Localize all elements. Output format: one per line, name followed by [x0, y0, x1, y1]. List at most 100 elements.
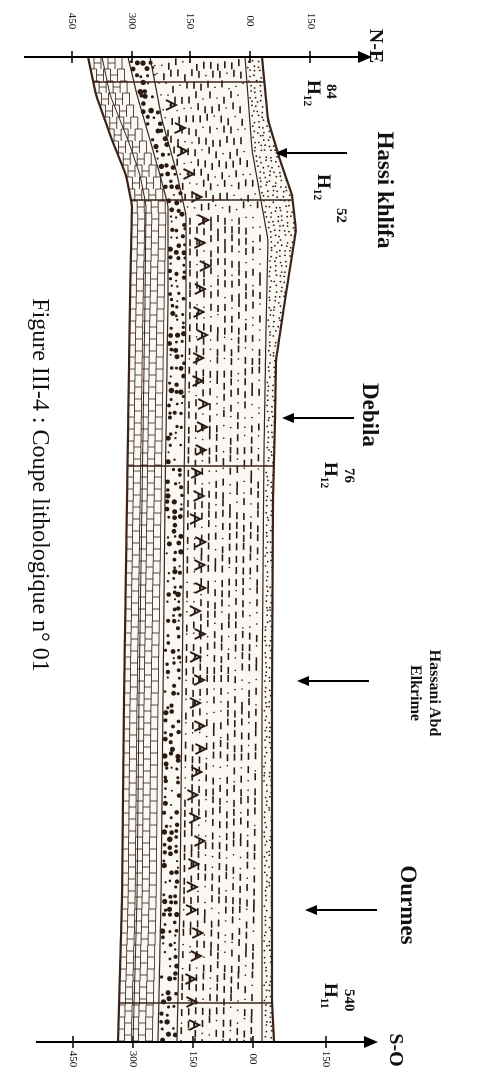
- silt-dot: [237, 1022, 239, 1024]
- sand-dot: [274, 229, 276, 231]
- gravel-blob: [146, 122, 149, 125]
- silt-dot: [223, 468, 225, 470]
- sand-dot: [259, 171, 261, 173]
- sand-dot: [265, 716, 267, 718]
- sand-dot: [263, 172, 265, 174]
- silt-dot: [202, 439, 204, 441]
- sand-dot: [247, 67, 249, 69]
- sand-dot: [282, 225, 284, 227]
- sand-dot: [279, 172, 281, 174]
- silt-dot: [231, 185, 233, 187]
- silt-dot: [245, 347, 247, 349]
- sand-dot: [280, 186, 282, 188]
- gravel-blob: [176, 403, 179, 406]
- gravel-blob: [159, 1012, 163, 1016]
- silt-dot: [234, 116, 236, 118]
- sand-dot: [275, 161, 277, 163]
- silt-dot: [204, 902, 206, 904]
- gravel-blob: [178, 482, 180, 484]
- silt-dot: [187, 548, 189, 550]
- gravel-blob: [166, 990, 171, 995]
- sand-dot: [266, 990, 268, 992]
- sand-dot: [271, 250, 273, 252]
- silt-dot: [182, 968, 184, 970]
- gravel-blob: [170, 398, 173, 401]
- silt-dot: [224, 297, 226, 299]
- silt-dot: [201, 483, 203, 485]
- sand-dot: [269, 607, 271, 609]
- silt-dot: [183, 108, 185, 110]
- sand-dot: [267, 610, 269, 612]
- gravel-blob: [169, 709, 174, 714]
- gravel-blob: [167, 404, 171, 408]
- gravel-blob: [169, 870, 174, 875]
- gravel-blob: [177, 243, 182, 248]
- silt-dot: [195, 1020, 197, 1022]
- sand-dot: [281, 271, 283, 273]
- sand-dot: [279, 320, 281, 322]
- silt-dot: [198, 834, 200, 836]
- silt-dot: [246, 909, 248, 911]
- gravel-blob: [174, 272, 178, 276]
- sand-dot: [281, 215, 283, 217]
- sand-dot: [269, 984, 271, 986]
- silt-dot: [257, 558, 259, 560]
- gravel-blob: [174, 955, 178, 959]
- sand-dot: [287, 211, 289, 213]
- sand-dot: [269, 341, 271, 343]
- gravel-blob: [165, 663, 168, 666]
- sand-dot: [266, 910, 268, 912]
- gravel-blob: [169, 943, 173, 947]
- sand-dot: [270, 231, 272, 233]
- sand-dot: [275, 270, 277, 272]
- silt-dot: [238, 251, 240, 253]
- gravel-blob: [173, 608, 177, 612]
- gravel-blob: [174, 598, 176, 600]
- gravel-blob: [182, 264, 185, 267]
- gravel-blob: [167, 541, 172, 546]
- silt-dot: [256, 645, 258, 647]
- gravel-blob: [145, 66, 150, 71]
- silt-dot: [227, 692, 229, 694]
- sand-dot: [266, 666, 268, 668]
- gravel-blob: [169, 704, 173, 708]
- sand-dot: [281, 220, 283, 222]
- sand-dot: [269, 949, 271, 951]
- silt-dot: [202, 460, 204, 462]
- sand-dot: [270, 541, 272, 543]
- sand-dot: [275, 296, 277, 298]
- sand-dot: [268, 370, 270, 372]
- gravel-blob: [181, 313, 184, 316]
- sand-dot: [269, 885, 271, 887]
- silt-dot: [242, 174, 244, 176]
- silt-dot: [223, 451, 225, 453]
- sand-dot: [270, 160, 272, 162]
- gravel-blob: [164, 923, 167, 926]
- gravel-blob: [176, 730, 180, 734]
- silt-dot: [243, 481, 245, 483]
- section-fill: [88, 57, 296, 1042]
- sand-dot: [254, 91, 256, 93]
- silt-dot: [220, 710, 222, 712]
- well-label-540: 540 H11: [317, 975, 357, 1035]
- sand-dot: [267, 571, 269, 573]
- gravel-blob: [182, 326, 185, 329]
- gravel-blob: [162, 942, 164, 944]
- silt-dot: [188, 1000, 190, 1002]
- silt-dot: [206, 758, 208, 760]
- gravel-blob: [172, 515, 177, 520]
- gravel-blob: [164, 951, 166, 953]
- sand-dot: [260, 135, 262, 137]
- silt-dot: [230, 1030, 232, 1032]
- gravel-blob: [164, 881, 166, 883]
- sand-dot: [271, 406, 273, 408]
- gravel-blob: [175, 879, 179, 883]
- gravel-blob: [178, 613, 181, 616]
- gravel-blob: [172, 569, 177, 574]
- sand-dot: [279, 255, 281, 257]
- silt-dot: [202, 127, 204, 129]
- sand-dot: [263, 984, 265, 986]
- locality-debila: Debila: [355, 375, 385, 455]
- silt-dot: [182, 61, 184, 63]
- sand-dot: [276, 156, 278, 158]
